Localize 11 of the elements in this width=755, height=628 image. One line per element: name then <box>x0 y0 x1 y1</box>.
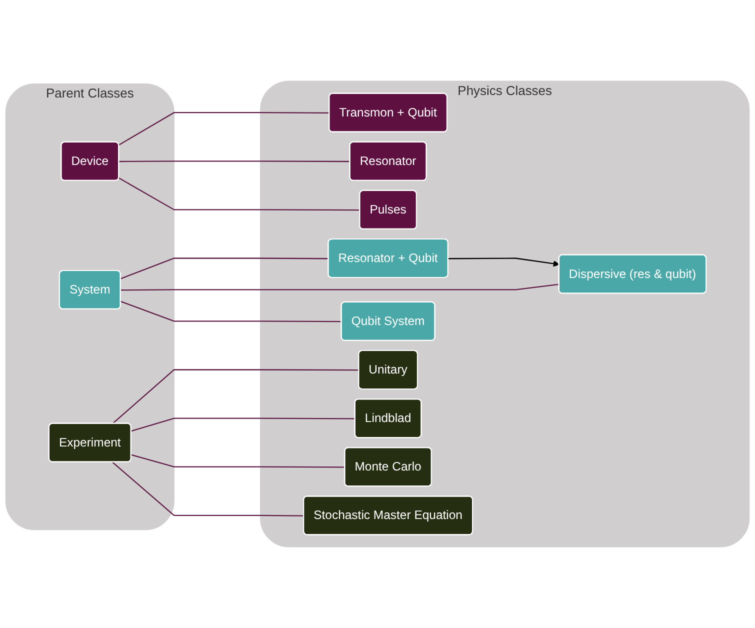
connector <box>112 462 304 516</box>
connector <box>120 258 329 280</box>
connector <box>118 178 360 211</box>
connector <box>120 284 560 291</box>
connector <box>120 300 342 322</box>
connector <box>119 160 350 162</box>
connector <box>118 112 330 146</box>
connector <box>131 418 356 432</box>
arrow <box>448 258 560 267</box>
connector <box>112 369 359 424</box>
connector <box>131 454 346 468</box>
